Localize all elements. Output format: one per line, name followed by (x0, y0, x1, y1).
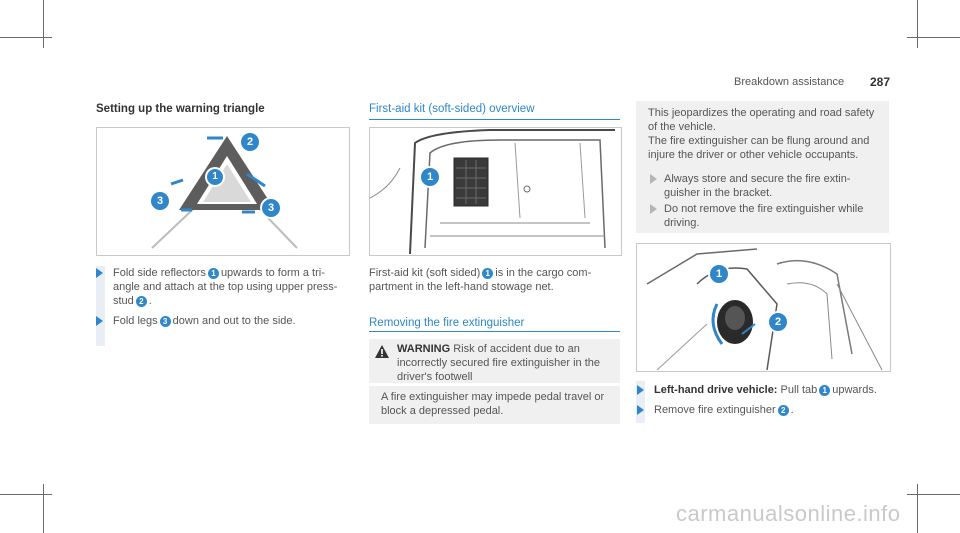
warning-triangle-figure: 2 1 3 3 (96, 127, 350, 256)
callout-1: 1 (710, 265, 728, 283)
warning-box-cont (636, 101, 889, 233)
step-arrow-icon (637, 385, 644, 395)
warning-box-cont (369, 386, 620, 424)
section-heading: Removing the fire extinguisher (369, 317, 525, 329)
ref-2: 2 (777, 404, 789, 416)
crop-mark (907, 494, 960, 495)
heading-rule (369, 331, 620, 332)
callout-1: 1 (421, 168, 439, 186)
section-title: Breakdown assistance (734, 76, 845, 88)
cargo-compartment-figure: 1 (369, 127, 622, 256)
warning-text: WARNING Risk of accident due to an incor… (397, 343, 600, 383)
callout-3-left: 3 (151, 192, 169, 210)
step-arrow-icon (637, 405, 644, 415)
watermark: carmanualsonline.info (676, 501, 901, 526)
page-number: 287 (870, 75, 891, 89)
warning-title: WARNING (397, 343, 451, 355)
crop-mark (917, 484, 918, 533)
heading-rule (369, 119, 620, 120)
crop-mark (0, 494, 52, 495)
step-bold: Left-hand drive vehicle: (654, 384, 778, 396)
step-arrow-icon (96, 268, 103, 278)
step-bar (636, 381, 645, 423)
crop-mark (43, 484, 44, 533)
ref-1: 1 (207, 267, 219, 279)
fire-extinguisher-figure: 1 2 (636, 243, 891, 372)
step-arrow-icon (96, 316, 103, 326)
warning-text: A fire extinguisher may impede pedal tra… (381, 391, 605, 417)
step-arrow-icon (650, 174, 657, 184)
step-text: Do not remove the fire extinguisher whil… (664, 203, 864, 229)
section-heading: Setting up the warning triangle (96, 103, 265, 115)
step-text: Always store and secure the fire extin- … (664, 173, 851, 199)
section-heading: First-aid kit (soft-sided) overview (369, 103, 535, 115)
ref-1: 1 (819, 384, 831, 396)
callout-2: 2 (241, 133, 259, 151)
ref-1: 1 (482, 267, 494, 279)
ref-2: 2 (135, 295, 147, 307)
crop-mark (907, 37, 960, 38)
crop-mark (43, 0, 44, 48)
callout-2: 2 (769, 313, 787, 331)
step-arrow-icon (650, 204, 657, 214)
callout-3-right: 3 (262, 199, 280, 217)
callout-1: 1 (207, 169, 223, 185)
warning-box (369, 339, 620, 383)
warning-triangle-icon (375, 345, 389, 363)
step-bar (96, 266, 105, 346)
warning-text: This jeopardizes the operating and road … (648, 107, 875, 161)
ref-3: 3 (159, 315, 171, 327)
crop-mark (917, 0, 918, 48)
crop-mark (0, 37, 52, 38)
